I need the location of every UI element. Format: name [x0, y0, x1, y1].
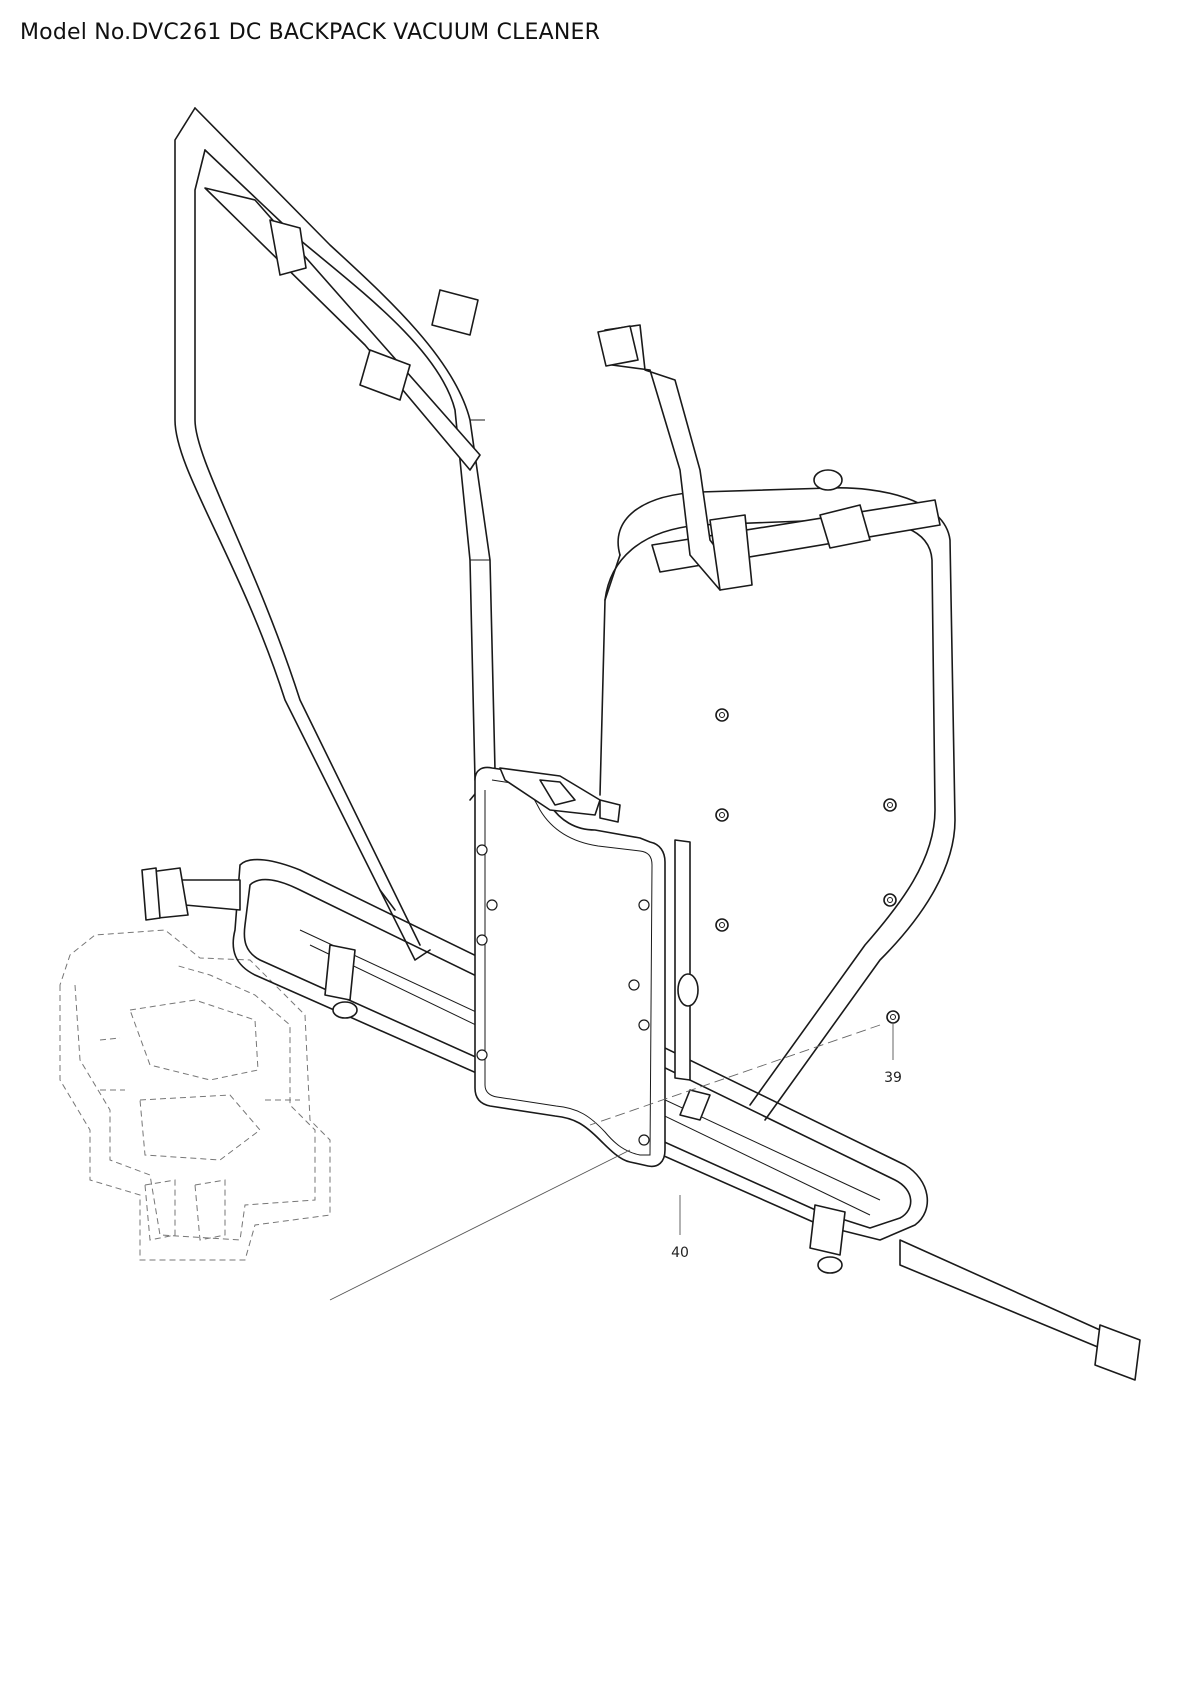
screw: [883, 893, 897, 907]
screw: [886, 1010, 900, 1024]
callout-40: 40: [671, 1245, 689, 1261]
screw: [715, 918, 729, 932]
page-title: Model No.DVC261 DC BACKPACK VACUUM CLEAN…: [20, 20, 601, 45]
leader-lines: [329, 1024, 894, 1301]
screw: [883, 798, 897, 812]
screw: [715, 708, 729, 722]
screw: [715, 808, 729, 822]
vacuum-body-ghost-outline: [59, 929, 331, 1261]
callout-39: 39: [884, 1070, 902, 1086]
screw-set: [715, 708, 900, 1024]
right-shoulder-strap: [597, 324, 956, 1121]
back-plate: [474, 766, 699, 1168]
left-shoulder-strap: [174, 107, 496, 961]
